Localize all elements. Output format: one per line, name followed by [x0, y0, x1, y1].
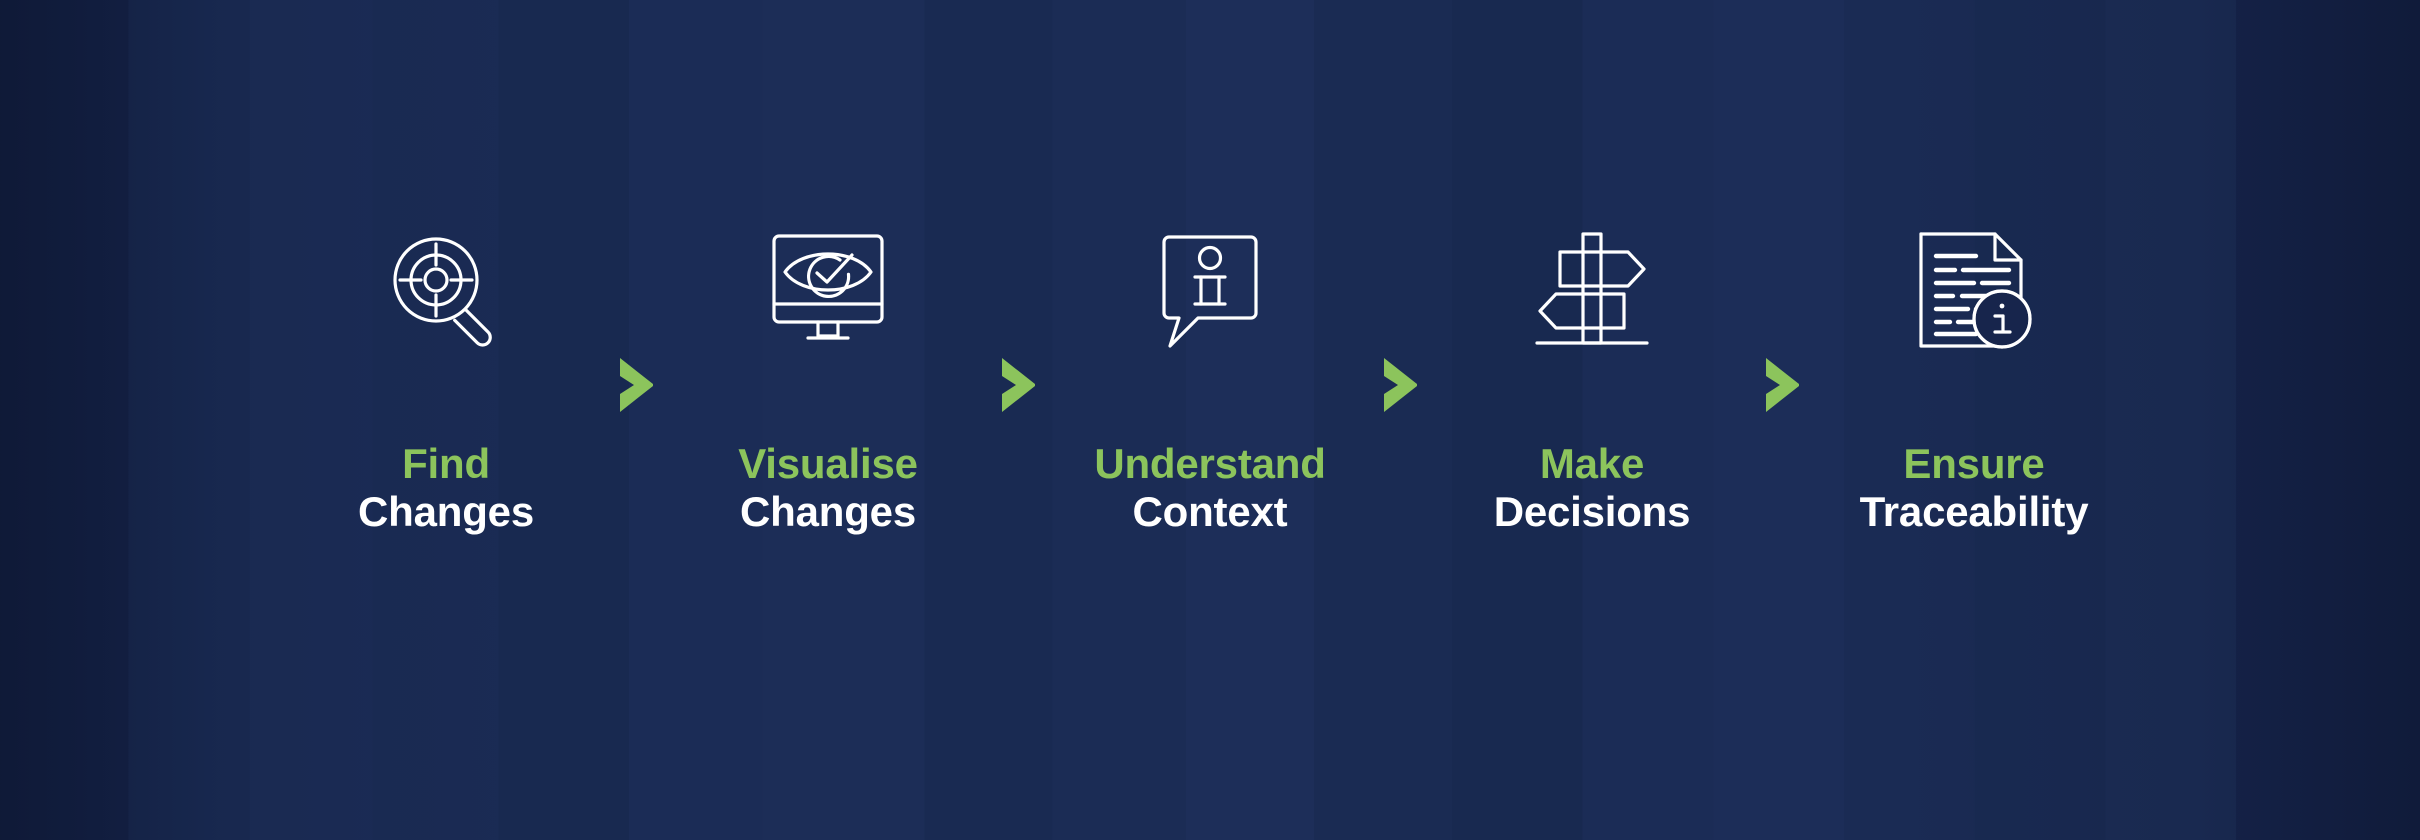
step-label-bottom: Changes	[358, 487, 534, 535]
chevron-right-icon-3	[1365, 210, 1437, 412]
magnifier-target-icon	[356, 210, 536, 370]
step-label-bottom: Traceability	[1859, 487, 2089, 535]
chevron-right-icon-4	[1747, 210, 1819, 412]
process-step-labels: Find Changes	[358, 440, 534, 535]
process-step-labels: Make Decisions	[1493, 440, 1691, 535]
speech-bubble-info-icon	[1120, 210, 1300, 370]
process-step-find-changes[interactable]: Find Changes	[291, 210, 601, 535]
process-step-ensure-traceability[interactable]: Ensure Traceability	[1819, 210, 2129, 535]
step-label-top: Find	[402, 440, 490, 487]
step-label-top: Make	[1539, 440, 1645, 487]
document-info-icon	[1884, 210, 2064, 370]
process-step-visualise-changes[interactable]: Visualise Changes	[673, 210, 983, 535]
step-label-bottom: Decisions	[1493, 487, 1691, 535]
process-step-make-decisions[interactable]: Make Decisions	[1437, 210, 1747, 535]
process-step-labels: Ensure Traceability	[1859, 440, 2089, 535]
process-step-labels: Visualise Changes	[738, 440, 918, 535]
step-label-top: Understand	[1094, 440, 1326, 487]
step-label-bottom: Context	[1132, 487, 1288, 535]
monitor-eye-check-icon	[738, 210, 918, 370]
step-label-top: Ensure	[1903, 440, 2045, 487]
step-label-top: Visualise	[738, 440, 918, 487]
chevron-right-icon-2	[983, 210, 1055, 412]
step-label-bottom: Changes	[740, 487, 916, 535]
process-step-understand-context[interactable]: Understand Context	[1055, 210, 1365, 535]
process-step-labels: Understand Context	[1094, 440, 1326, 535]
signpost-icon	[1502, 210, 1682, 370]
chevron-right-icon-1	[601, 210, 673, 412]
